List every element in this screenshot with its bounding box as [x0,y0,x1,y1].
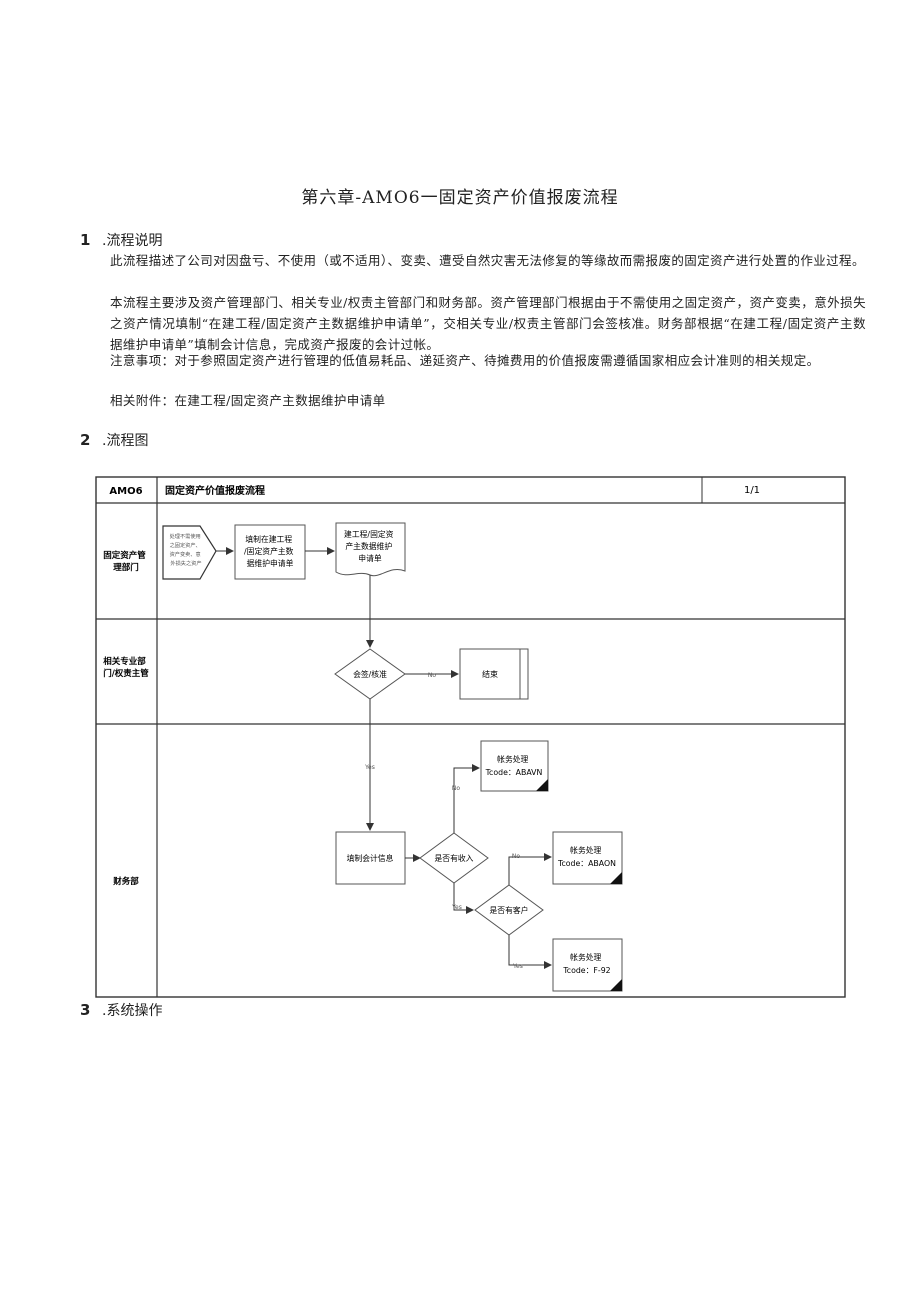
edge-income-yes-label: Yes [451,904,462,911]
post-abaon-corner [610,872,622,884]
fill-request-text: 填制在建工程 /固定资产主数 据维护申请单 [244,534,296,568]
flowchart-frame [95,476,846,998]
section-2-heading: 2 .流程图 [80,430,148,450]
section-3-heading: 3 .系统操作 [80,1000,162,1020]
flowchart-code: AMO6 [109,486,142,497]
lane-related-label: 相关专业部 门/权责主管 [103,656,149,679]
lane-finance-label: 财务部 [112,876,139,887]
request-document-text: 建工程/固定资 产主数据维护 申请单 [344,529,396,563]
section-1-paragraph-2: 本流程主要涉及资产管理部门、相关专业/权责主管部门和财务部。资产管理部门根据由于… [110,295,866,352]
edge-income-no-to-abavn [453,764,480,833]
section-3-number: 3 [80,1001,91,1019]
has-customer-text: 是否有客户 [490,905,529,915]
start-node [162,525,217,580]
section-1-heading: 1 .流程说明 [80,230,162,250]
has-income-text: 是否有收入 [435,853,474,863]
section-2-number: 2 [80,431,91,449]
lane-asset-label: 固定资产管 理部门 [103,550,148,573]
section-1-paragraph-4: 相关附件：在建工程/固定资产主数据维护申请单 [110,393,386,408]
approve-decision-text: 会签/核准 [353,669,387,679]
post-abaon-text: 帐务处理 Tcode：ABAON [557,845,616,868]
edge-approve-no-label: No [428,672,436,679]
post-f92-text: 帐务处理 Tcode：F-92 [562,952,610,975]
section-1-title: .流程说明 [102,233,163,249]
post-abaon-node [552,831,623,885]
edge-income-no-label: No [452,785,460,792]
flowchart-name: 固定资产价值报废流程 [165,484,265,497]
end-node [459,648,529,700]
start-node-text: 处理不需使用 之固定资产、 资产变卖、意 外损失之资产 [170,532,203,567]
end-node-text: 结束 [482,669,498,679]
post-f92-node [552,938,623,992]
section-1-paragraph-1: 此流程描述了公司对因盘亏、不使用（或不适用）、变卖、遭受自然灾害无法修复的等缘故… [110,253,865,268]
section-1-number: 1 [80,231,91,249]
edge-customer-yes-to-f92 [508,935,552,969]
edge-customer-yes-label: Yes [512,963,523,970]
post-abavn-node [480,740,549,792]
flowchart-page: 1/1 [744,485,760,496]
edge-customer-no-to-abaon [508,853,552,885]
edge-approve-yes-label: Yes [364,764,375,771]
edge-customer-no-label: No [512,853,520,860]
section-1-paragraph-3: 注意事项：对于参照固定资产进行管理的低值易耗品、递延资产、待摊费用的价值报废需遵… [110,353,820,368]
edge-income-yes-to-customer [453,883,474,914]
fill-request-node [234,524,306,580]
section-2-title: .流程图 [102,433,149,449]
section-3-title: .系统操作 [102,1003,163,1019]
post-f92-corner [610,979,622,991]
fill-accounting-text: 填制会计信息 [347,853,394,863]
post-abavn-text: 帐务处理 Tcode：ABAVN [485,754,543,777]
page-title: 第六章-AMO6一固定资产价值报废流程 [301,188,619,208]
post-abavn-corner [536,779,548,791]
